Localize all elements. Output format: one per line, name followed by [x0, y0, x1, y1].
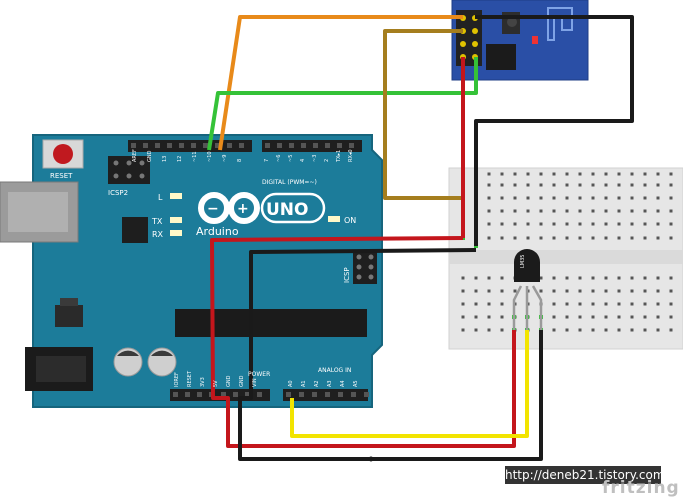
digital-pin-label: TX▸1 [336, 150, 342, 163]
l-led [170, 193, 182, 199]
on-label: ON [344, 216, 356, 225]
atmega-chip [175, 309, 367, 337]
analog-pin-label: A3 [327, 380, 333, 387]
esp8266-module [451, 0, 589, 81]
analog-pin-label: A5 [353, 380, 359, 387]
analog-pin-label: A2 [314, 380, 320, 387]
capacitors [113, 347, 177, 377]
usb-chip [122, 217, 148, 243]
digital-pin-label: 4 [300, 159, 306, 162]
digital-label: DIGITAL (PWM=~) [262, 179, 317, 186]
analog-pin-label: A1 [301, 380, 307, 387]
digital-pin-label: GND [147, 150, 153, 162]
watermark-url: http://deneb21.tistory.com [505, 466, 665, 484]
wires [207, 15, 634, 461]
digital-pin-label: ~10 [207, 151, 213, 162]
analog-label: ANALOG IN [318, 367, 351, 374]
arduino-infinity-logo [198, 192, 260, 224]
breadboard [448, 167, 683, 350]
digital-pin-label: ~3 [312, 155, 318, 162]
wire-olive [383, 29, 463, 200]
tx-label: TX [151, 217, 163, 226]
digital-pin-label: AREF [132, 149, 138, 162]
svg-text:−: − [207, 201, 219, 217]
digital-pin-label: RX◂0 [348, 149, 354, 162]
wire-yellow-a0 [290, 330, 529, 438]
voltage-regulator [55, 305, 83, 327]
digital-pin-label: 13 [162, 156, 168, 162]
model-label: UNO [266, 200, 308, 220]
power-pin-label: IOREF [174, 372, 180, 387]
analog-pin-label: A4 [340, 380, 346, 387]
lm35-sensor [512, 249, 543, 330]
wire-black-gnd [238, 248, 543, 461]
analog-pin-label: A0 [288, 380, 294, 387]
icsp2-header [108, 156, 150, 184]
power-pin-label: GND [239, 375, 245, 387]
digital-pin-label: 8 [237, 159, 243, 162]
power-pin-label: GND [226, 375, 232, 387]
wire-black-esp [474, 15, 634, 246]
arduino-uno-board: − + [0, 134, 383, 408]
icsp2-label: ICSP2 [108, 189, 128, 197]
l-label: L [158, 193, 163, 202]
power-pin-label: 3V3 [200, 377, 206, 387]
digital-pin-label: 7 [264, 159, 270, 162]
svg-text:+: + [237, 201, 249, 217]
power-pin-label: RESET [187, 370, 193, 387]
power-label: POWER [248, 371, 270, 378]
digital-pin-label: ~9 [222, 155, 228, 162]
icsp-label: ICSP [343, 267, 351, 283]
on-led [328, 216, 340, 222]
power-pin-label: 5V [213, 380, 219, 387]
digital-pin-label: ~6 [276, 155, 282, 162]
digital-pin-label: ~11 [192, 151, 198, 162]
digital-pin-label: ~5 [288, 155, 294, 162]
digital-pin-label: 12 [177, 156, 183, 162]
fritzing-logo: fritzing [602, 478, 680, 498]
wire-green [207, 57, 478, 151]
rx-label: RX [152, 230, 164, 239]
power-pin-label: VIN [252, 378, 258, 387]
wire-red-5v [210, 236, 516, 448]
reset-label: RESET [50, 172, 73, 180]
tx-led [170, 217, 182, 223]
lm35-label: LM35 [520, 255, 526, 268]
rx-led [170, 230, 182, 236]
brand-label: Arduino [196, 225, 239, 238]
wire-orange [218, 15, 463, 151]
digital-pin-label: 2 [324, 159, 330, 162]
wire-junction-dots [368, 456, 374, 462]
